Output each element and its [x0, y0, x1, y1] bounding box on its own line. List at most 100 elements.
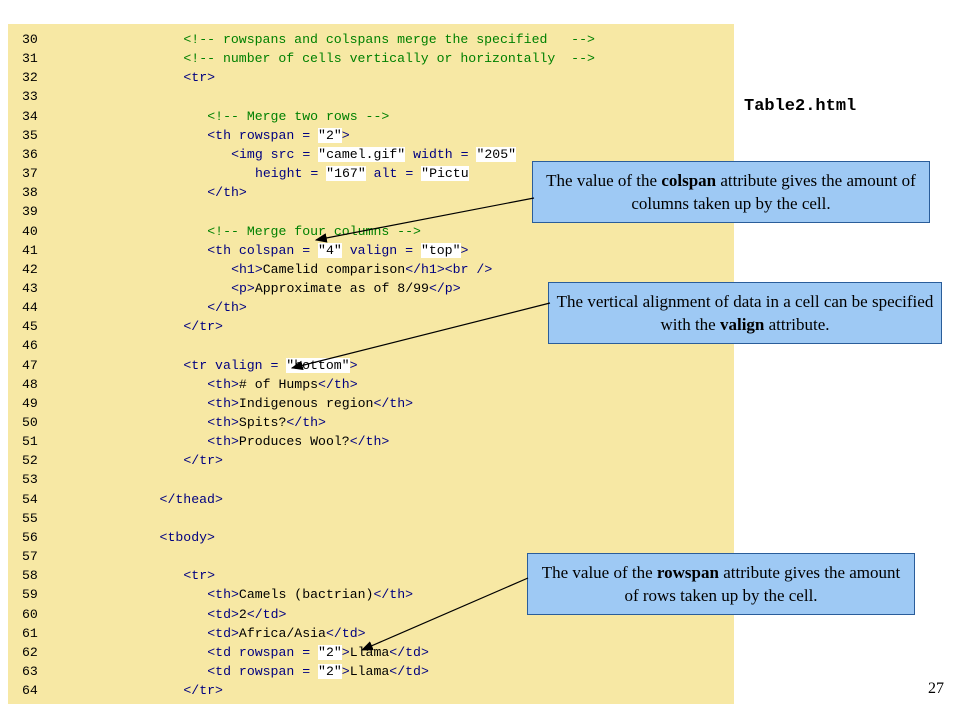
line-number: 55 — [22, 510, 38, 526]
code-token: <th> — [207, 434, 239, 450]
code-line: 32<tr> — [8, 68, 734, 87]
line-number: 63 — [22, 663, 38, 679]
code-token: <!-- rowspans and colspans merge the spe… — [183, 32, 595, 47]
code-line: 63 <td rowspan = "2">Llama</td> — [8, 662, 734, 681]
code-line: 34<!-- Merge two rows --> — [8, 107, 734, 126]
code-line: 56<tbody> — [8, 528, 734, 547]
code-token: </th> — [373, 395, 414, 411]
code-token: # of Humps — [238, 376, 319, 392]
code-text: <td>Africa/Asia</td> — [207, 624, 365, 643]
code-token: </tr> — [183, 453, 223, 469]
code-token: <th> — [207, 395, 239, 411]
code-token: > — [341, 127, 350, 143]
code-token: <tr> — [183, 70, 216, 86]
line-number: 35 — [22, 127, 38, 143]
code-line: 44</th> — [8, 298, 734, 317]
code-token: </th> — [373, 587, 414, 603]
code-text: <tbody> — [160, 528, 215, 547]
code-token: <th> — [207, 415, 239, 430]
line-number: 64 — [22, 683, 38, 699]
code-token: Africa/Asia — [238, 625, 326, 641]
code-text: <!-- number of cells vertically or horiz… — [183, 49, 595, 68]
line-number: 40 — [22, 223, 38, 239]
code-token: > — [349, 357, 358, 373]
code-text: <tr> — [183, 68, 215, 87]
code-token: > — [341, 644, 350, 660]
arrow-colspan — [314, 197, 535, 243]
callout-colspan: The value of the colspan attribute gives… — [532, 161, 930, 223]
line-number: 62 — [22, 644, 38, 660]
code-text: <img src = "camel.gif" width = "205" — [231, 145, 517, 164]
code-token: </thead> — [159, 491, 223, 507]
code-line: 60 <td>2</td> — [8, 605, 734, 624]
line-number: 36 — [22, 146, 38, 162]
code-text: <tr> — [183, 566, 215, 585]
code-text: </thead> — [160, 490, 223, 509]
line-number: 61 — [22, 625, 38, 641]
code-text: <td>2</td> — [207, 605, 286, 624]
code-token: valign = — [341, 242, 421, 258]
code-token: 2 — [238, 606, 247, 622]
code-line: 51<th>Produces Wool?</th> — [8, 432, 734, 451]
code-token: </p> — [428, 280, 461, 296]
code-token: > — [341, 663, 350, 679]
callout-valign: The vertical alignment of data in a cell… — [548, 282, 942, 344]
line-number: 60 — [22, 606, 38, 622]
line-number: 45 — [22, 319, 38, 335]
code-text: <!-- rowspans and colspans merge the spe… — [183, 30, 595, 49]
code-token: <th colspan = — [207, 242, 319, 258]
code-text: </tr> — [183, 317, 223, 336]
code-line: 43<p>Approximate as of 8/99</p> — [8, 279, 734, 298]
code-token: Llama — [349, 663, 390, 679]
code-line: 52</tr> — [8, 451, 734, 470]
code-text: <h1>Camelid comparison</h1><br /> — [231, 260, 492, 279]
code-token: </td> — [389, 663, 429, 679]
line-number: 30 — [22, 32, 38, 47]
code-token: "2" — [318, 663, 342, 679]
code-text: <th colspan = "4" valign = "top"> — [207, 241, 468, 260]
code-token: "Pictu — [421, 166, 469, 182]
line-number: 39 — [22, 204, 38, 220]
code-line: 38</th> — [8, 183, 734, 202]
code-token: <p> — [231, 280, 255, 296]
code-token: </td> — [389, 644, 429, 660]
code-token: width = — [405, 146, 477, 162]
code-line: 50<th>Spits?</th> — [8, 413, 734, 432]
code-text: </tr> — [183, 681, 223, 700]
code-token: <td> — [207, 625, 239, 641]
line-number: 47 — [22, 357, 38, 373]
code-line: 55 — [8, 509, 734, 528]
code-token: </tr> — [183, 683, 223, 699]
code-token: </td> — [325, 625, 366, 641]
code-token: <td rowspan = — [207, 644, 319, 660]
code-token: "167" — [326, 166, 366, 182]
arrow-rowspan — [360, 577, 529, 651]
code-text: <th>Spits?</th> — [207, 413, 326, 432]
code-line: 39 — [8, 202, 734, 221]
code-token: </th> — [349, 434, 390, 450]
code-token: <!-- Merge two rows --> — [207, 108, 390, 124]
code-line: 33 — [8, 87, 734, 106]
code-token: alt = — [365, 166, 422, 182]
code-line: 30 <!-- rowspans and colspans merge the s… — [8, 30, 734, 49]
code-line: 46 — [8, 336, 734, 355]
code-line: 53 — [8, 470, 734, 489]
code-line: 59<th>Camels (bactrian)</th> — [8, 585, 734, 604]
line-number: 42 — [22, 261, 38, 277]
code-token: "4" — [318, 242, 342, 258]
code-line: 31 <!-- number of cells vertically or hor… — [8, 49, 734, 68]
line-number: 58 — [22, 568, 38, 584]
line-number: 31 — [22, 51, 38, 67]
code-text: <td rowspan = "2">Llama</td> — [207, 643, 429, 662]
code-token: </th> — [207, 300, 247, 316]
code-token: </td> — [246, 606, 287, 622]
code-text: <p>Approximate as of 8/99</p> — [231, 279, 461, 298]
page-number: 27 — [928, 680, 944, 697]
line-number: 37 — [22, 166, 38, 182]
code-text: <td rowspan = "2">Llama</td> — [207, 662, 429, 681]
line-number: 57 — [22, 549, 38, 565]
code-token: "2" — [318, 644, 342, 660]
code-line: 64 </tr> — [8, 681, 734, 700]
